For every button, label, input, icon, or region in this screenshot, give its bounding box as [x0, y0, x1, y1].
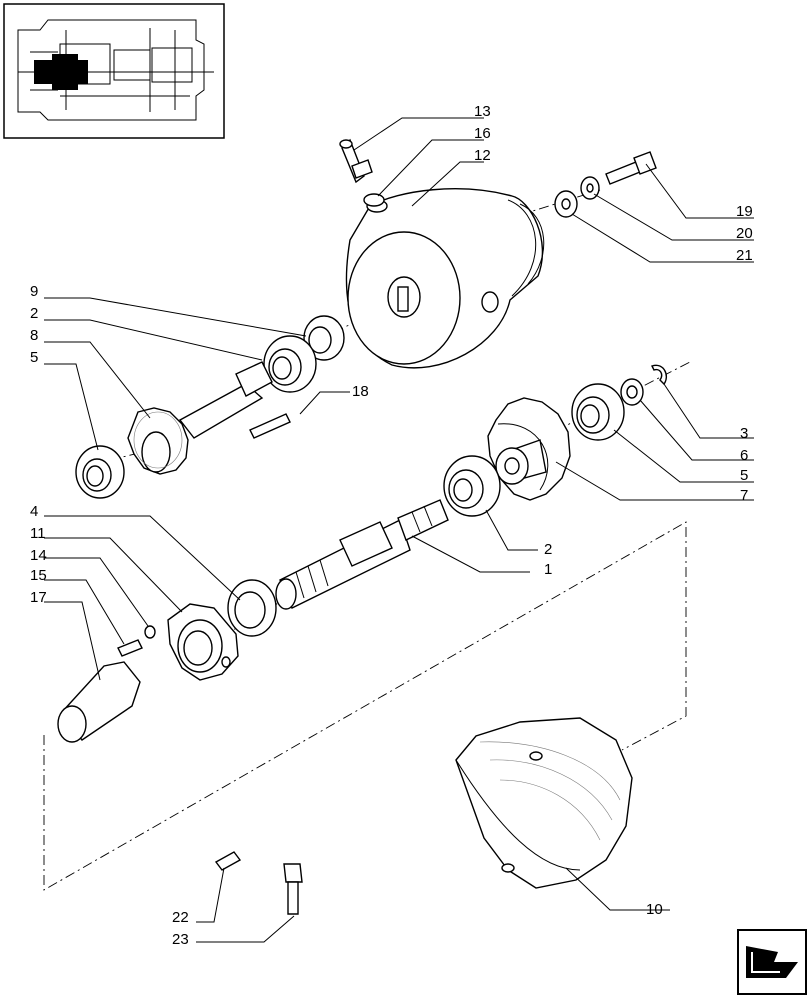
callout-7: 7 [740, 487, 748, 504]
callout-9: 9 [30, 283, 38, 300]
callout-labels: 13 16 12 19 20 21 9 2 8 5 18 3 6 5 7 2 1… [30, 103, 753, 948]
callout-21: 21 [736, 247, 753, 264]
part-22-pin [214, 851, 242, 871]
part-2-bearing-upper [263, 335, 317, 393]
callout-4: 4 [30, 503, 38, 520]
next-page-arrow-icon[interactable] [737, 929, 807, 995]
callout-8: 8 [30, 327, 38, 344]
part-11-flange [167, 603, 239, 681]
part-19-bolt [605, 151, 657, 185]
callout-5-right: 5 [740, 467, 748, 484]
callout-2-upper: 2 [30, 305, 38, 322]
part-5-bearing-right [571, 383, 625, 441]
callout-14: 14 [30, 547, 47, 564]
part-10-guard [455, 717, 633, 889]
callout-10: 10 [646, 901, 663, 918]
callout-23: 23 [172, 931, 189, 948]
callout-13: 13 [474, 103, 491, 120]
part-17-cap [57, 661, 141, 743]
callout-20: 20 [736, 225, 753, 242]
part-5-bearing-left [75, 445, 125, 499]
part-20-washer [580, 176, 600, 200]
part-8-gear-shaft [127, 361, 273, 475]
part-7-gear [487, 397, 571, 501]
part-12-housing [345, 188, 545, 369]
callout-15: 15 [30, 567, 47, 584]
callout-1: 1 [544, 561, 552, 578]
callout-5-left: 5 [30, 349, 38, 366]
part-18-pin [249, 413, 291, 439]
callout-16: 16 [474, 125, 491, 142]
callout-11: 11 [30, 525, 46, 542]
callout-2-lower: 2 [544, 541, 552, 558]
transmission-locator-thumbnail-icon [3, 3, 225, 139]
part-14-washer [144, 625, 156, 639]
part-23-bolt [283, 863, 303, 915]
callout-6: 6 [740, 447, 748, 464]
callout-19: 19 [736, 203, 753, 220]
part-15-bolt [117, 639, 143, 657]
part-16-washer [363, 193, 385, 207]
part-3-circlip [651, 364, 668, 386]
callout-3: 3 [740, 425, 748, 442]
part-13-breather [339, 138, 373, 184]
part-4-seal [227, 579, 277, 637]
part-21-washer [554, 190, 578, 218]
part-1-main-shaft [275, 499, 449, 610]
part-9-seal [303, 315, 345, 361]
callout-17: 17 [30, 589, 47, 606]
part-6-washer [620, 378, 644, 406]
callout-18: 18 [352, 383, 369, 400]
part-2-bearing-lower [443, 455, 501, 517]
leader-lines [44, 117, 754, 943]
callout-22: 22 [172, 909, 189, 926]
callout-12: 12 [474, 147, 491, 164]
